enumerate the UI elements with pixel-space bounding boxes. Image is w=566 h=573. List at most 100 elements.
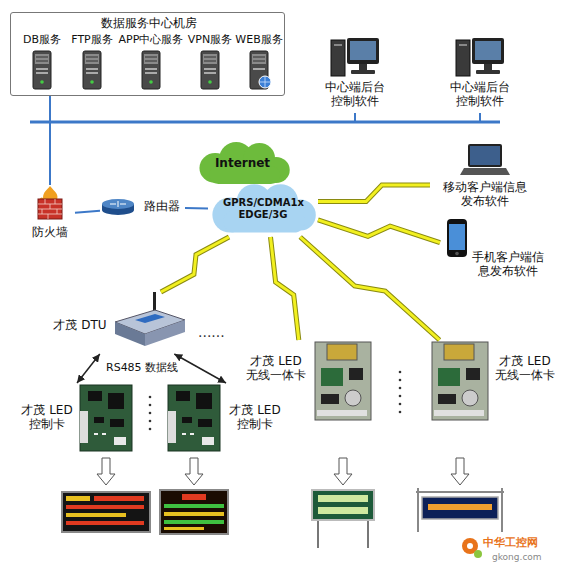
decoration-shape xyxy=(164,504,224,508)
device-icon xyxy=(446,218,468,258)
decoration-shape xyxy=(428,504,492,510)
device-icon-shape xyxy=(197,50,223,90)
device-icon-shape xyxy=(475,41,501,60)
device-icon-shape xyxy=(86,57,98,58)
device-icon-shape xyxy=(168,385,220,451)
device-icon-shape xyxy=(313,340,373,422)
device-icon-shape xyxy=(102,433,106,435)
device-icon-shape xyxy=(176,391,190,401)
decoration-shape xyxy=(318,495,368,502)
decoration-shape xyxy=(164,520,224,524)
wireless-cloud: GPRS/CDMA1x EDGE/3G xyxy=(208,182,318,237)
device-icon-shape xyxy=(470,146,500,165)
node-label: 才茂 LED 控制卡 xyxy=(224,403,286,432)
device-icon-shape xyxy=(359,64,367,70)
device-icon-shape xyxy=(253,68,265,70)
device-icon-shape xyxy=(208,80,212,84)
node-label: 手机客户端信息发布软件 xyxy=(470,250,546,279)
watermark-text: 中华工控网 xyxy=(483,536,538,549)
wireless-card-node: 才茂 LED 无线一体卡 xyxy=(430,340,560,422)
led-screen xyxy=(160,490,228,534)
dtu-node: 才茂 DTU xyxy=(50,292,195,354)
decoration-shape xyxy=(149,412,152,415)
device-icon-shape xyxy=(447,219,467,257)
decoration-shape xyxy=(467,543,473,549)
device-icon-shape xyxy=(198,419,212,427)
device-icon-shape xyxy=(334,44,342,46)
device-icon-shape xyxy=(83,51,101,89)
node-label: GPRS/CDMA1x EDGE/3G xyxy=(223,197,303,221)
connector-line xyxy=(75,211,100,213)
device-icon-shape xyxy=(204,68,216,70)
device-icon-shape xyxy=(259,76,271,88)
network-link xyxy=(50,113,480,185)
device-icon xyxy=(454,36,506,78)
device-icon-shape xyxy=(100,198,136,216)
device-icon-shape xyxy=(145,61,157,62)
device-icon-shape xyxy=(110,419,124,427)
decoration-shape xyxy=(164,527,204,530)
device-icon-shape xyxy=(456,40,470,76)
device-icon-shape xyxy=(196,393,212,409)
node-label: FTP服务 xyxy=(67,33,117,46)
decoration-shape xyxy=(399,387,402,390)
server-node: FTP服务 xyxy=(67,33,117,93)
node-label: 才茂 LED 控制卡 xyxy=(18,403,76,432)
device-icon-shape xyxy=(446,218,468,258)
device-icon-shape xyxy=(35,185,65,221)
device-icon xyxy=(100,198,136,216)
decoration-shape xyxy=(451,458,469,485)
device-icon-shape xyxy=(454,36,506,78)
device-icon-shape xyxy=(204,61,216,62)
decoration-shape xyxy=(66,521,144,525)
server-node: DB服务 xyxy=(17,33,67,93)
laptop-node: 移动客户端信息发布软件 xyxy=(430,143,540,211)
rs485-link xyxy=(174,354,226,383)
device-icon xyxy=(329,36,381,78)
device-icon-shape xyxy=(36,57,48,58)
device-icon-shape xyxy=(78,383,134,453)
device-icon-shape xyxy=(466,368,480,380)
device-icon-shape xyxy=(33,51,51,89)
decoration-shape xyxy=(62,492,150,532)
device-icon-shape xyxy=(110,292,190,352)
device-icon-shape xyxy=(201,51,219,89)
device-icon-shape xyxy=(29,50,55,90)
device-icon-shape xyxy=(86,61,98,62)
device-icon xyxy=(166,383,222,453)
device-icon-shape xyxy=(462,390,478,406)
internet-cloud: Internet xyxy=(190,140,295,188)
decoration-shape xyxy=(312,490,374,520)
device-icon-shape xyxy=(166,383,222,453)
decoration-shape xyxy=(66,513,126,517)
device-icon-shape xyxy=(246,50,272,90)
decoration-shape xyxy=(501,488,503,532)
pc-node: 中心端后台控制软件 xyxy=(440,36,520,113)
device-icon-shape xyxy=(79,50,105,90)
wireless-link xyxy=(161,237,229,292)
device-icon-shape xyxy=(212,184,315,232)
device-icon-shape xyxy=(115,322,145,346)
device-icon xyxy=(313,340,373,422)
connector-line xyxy=(271,237,299,340)
node-label: 数据服务中心机房 xyxy=(11,16,286,30)
device-icon-shape xyxy=(203,54,217,64)
device-icon-shape xyxy=(190,433,194,435)
device-icon-shape xyxy=(90,80,94,84)
decoration-shape xyxy=(334,458,352,485)
device-icon-shape xyxy=(455,252,459,256)
connector-line xyxy=(300,237,439,340)
gantry-led-screen xyxy=(416,488,504,532)
device-icon xyxy=(110,292,190,352)
device-icon-shape xyxy=(204,72,216,74)
device-icon-shape xyxy=(321,394,339,404)
decoration-shape xyxy=(182,494,206,500)
decoration-shape xyxy=(149,420,152,423)
device-icon xyxy=(35,185,65,221)
device-icon-shape xyxy=(430,340,490,422)
decoration-shape xyxy=(367,520,369,548)
network-link xyxy=(50,96,51,185)
device-icon xyxy=(460,143,510,177)
device-icon-shape xyxy=(472,38,504,64)
